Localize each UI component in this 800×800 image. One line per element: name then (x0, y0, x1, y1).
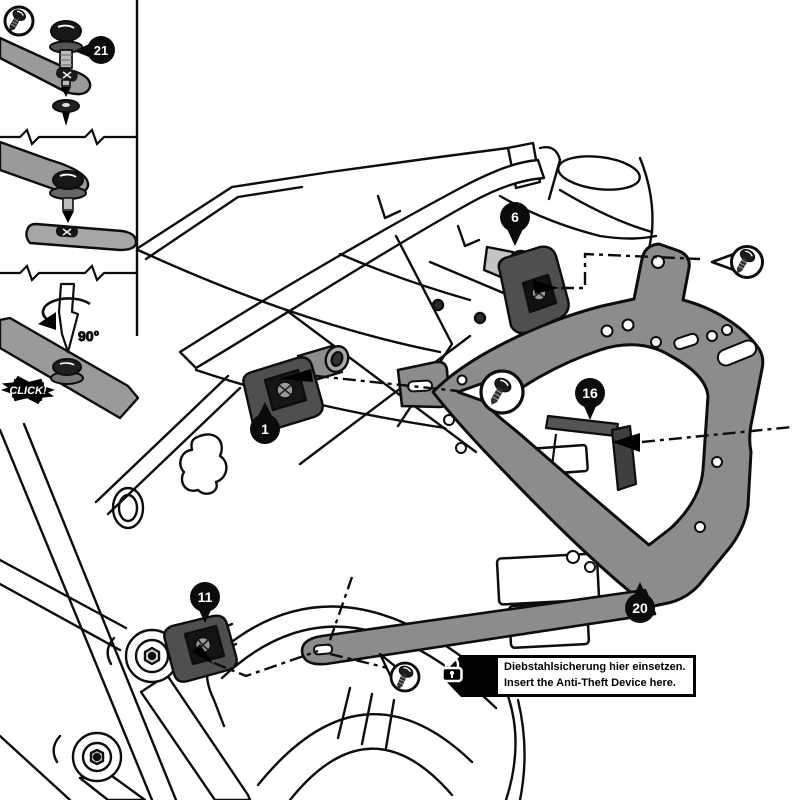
callout-badge-16: 16 (575, 378, 605, 420)
click-label: CLICK! (9, 385, 47, 397)
inset-step-3: 90° (0, 282, 140, 420)
driver-bit (57, 282, 80, 354)
arrow-into-bracket6 (533, 280, 559, 294)
svg-text:21: 21 (94, 43, 108, 58)
inset-step-1 (0, 5, 92, 126)
arrow-into-bracket1 (279, 369, 313, 382)
svg-text:6: 6 (511, 209, 519, 225)
callout-badge-1: 1 (250, 402, 280, 444)
callout-badge-6: 6 (500, 202, 530, 246)
inset-steps: 21 90° CLICK! (0, 0, 140, 420)
side-carrier-plate (396, 242, 765, 609)
screw-callout-top-right (710, 245, 764, 279)
screw-callout-mid (456, 369, 525, 415)
callout-badge-11: 11 (190, 582, 220, 623)
alignment-lines (213, 252, 793, 678)
padlock-icon (441, 655, 495, 697)
click-starburst: CLICK! (1, 375, 55, 405)
callout-badge-20: 20 (625, 582, 655, 623)
svg-text:1: 1 (261, 421, 269, 437)
inset-step-2 (0, 140, 138, 252)
note-line-german: Diebstahlsicherung hier einsetzen. (504, 661, 686, 674)
arrow-into-bracket11 (192, 644, 213, 664)
carrier-holes (443, 255, 758, 573)
screw-callout-bottom (378, 652, 421, 693)
note-line-english: Insert the Anti-Theft Device here. (504, 677, 676, 689)
rotation-angle-label: 90° (78, 328, 99, 344)
svg-text:16: 16 (582, 385, 598, 401)
arrow-into-hook (612, 433, 640, 452)
direction-arrows (192, 280, 640, 664)
svg-text:20: 20 (632, 600, 648, 616)
support-strap (300, 588, 657, 666)
anti-theft-note: Diebstahlsicherung hier einsetzen. Inser… (441, 655, 696, 697)
rotate-arrow (41, 297, 91, 322)
callout-badge-21: 21 (74, 36, 115, 64)
svg-text:11: 11 (198, 589, 213, 605)
note-text: Diebstahlsicherung hier einsetzen. Inser… (495, 655, 696, 697)
